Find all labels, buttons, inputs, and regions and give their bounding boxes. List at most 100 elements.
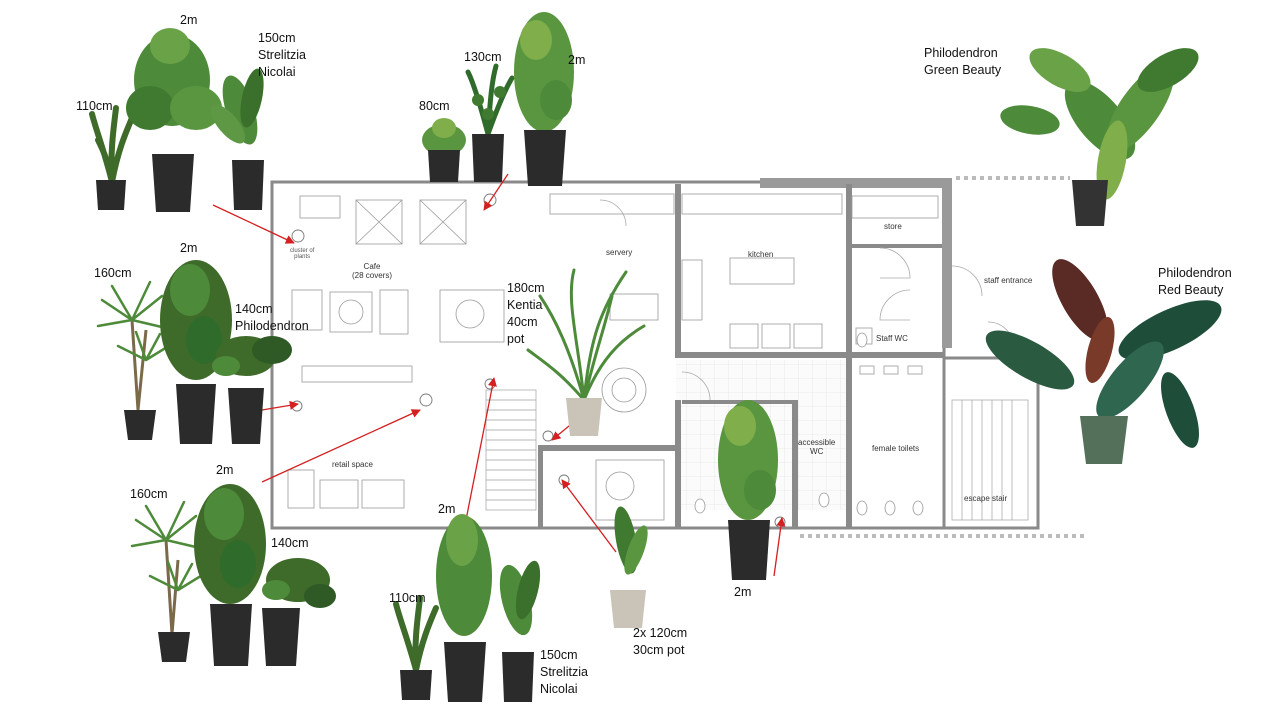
door-swing — [879, 247, 911, 279]
label-line: Nicolai — [540, 682, 578, 696]
plant-strelitzia-150-b — [499, 560, 541, 702]
wall-right — [942, 180, 952, 348]
label-line: pot — [507, 332, 525, 346]
label-ficus-bottom-height: 2m — [216, 463, 234, 477]
plant-snake-110 — [89, 105, 135, 210]
wall-top-right — [760, 178, 952, 188]
room-female-toilets: female toilets — [872, 444, 920, 453]
room-cafe: Cafe (28 covers) — [352, 262, 392, 280]
floor-plan — [270, 176, 1086, 538]
label-snake-bottom: 110cm — [389, 591, 426, 605]
plant-fiddle-2m — [514, 12, 574, 186]
room-label: cluster of — [290, 248, 315, 254]
arrow — [261, 409, 421, 483]
label-philodendron-bottom-height: 140cm — [271, 536, 309, 550]
label-line: Green Beauty — [924, 63, 1002, 77]
arrow — [465, 377, 497, 521]
label-pair-plants: 2x 120cm 30cm pot — [633, 625, 687, 659]
label-line: Philodendron — [924, 46, 998, 60]
room-store: store — [884, 222, 902, 231]
room-servery: servery — [606, 248, 633, 257]
label-line: Strelitzia — [540, 665, 588, 679]
room-label: Cafe — [363, 262, 381, 271]
label-strelitzia-top-left: 150cm Strelitzia Nicolai — [258, 30, 306, 81]
plant-monstera-2m — [126, 28, 222, 212]
plant-dracaena-2m-c — [436, 514, 492, 702]
plant-philodendron-140-b — [262, 558, 336, 666]
room-staff-entrance: staff entrance — [984, 276, 1033, 285]
plant-snake-110-b — [393, 595, 439, 700]
label-philodendron-mid: 140cm Philodendron — [235, 301, 309, 335]
label-line: 140cm — [235, 302, 273, 316]
label-line: Red Beauty — [1158, 283, 1224, 297]
label-philodendron-green-beauty: Philodendron Green Beauty — [924, 45, 1001, 79]
label-line: 150cm — [258, 31, 296, 45]
label-dracaena-mid-height: 160cm — [94, 266, 132, 280]
label-line: 2x 120cm — [633, 626, 688, 640]
room-retail-space: retail space — [332, 460, 373, 469]
label-kentia: 180cm Kentia 40cm pot — [507, 280, 545, 348]
label-line: Strelitzia — [258, 48, 306, 62]
label-line: 30cm pot — [633, 643, 685, 657]
label-line: Philodendron — [235, 319, 309, 333]
toilets — [694, 332, 924, 516]
plant-dracaena-160 — [96, 280, 174, 440]
door-swing — [681, 371, 711, 401]
wall-store-bottom — [848, 244, 942, 248]
arrow — [773, 517, 786, 577]
plant-ficus-2m — [160, 260, 232, 444]
wall-mid — [675, 352, 855, 358]
room-label: (28 covers) — [352, 271, 393, 280]
room-label: WC — [810, 447, 824, 456]
label-line: 180cm — [507, 281, 545, 295]
plant-philodendron-green-beauty — [1000, 48, 1199, 226]
plant-fiddle-2m-right — [718, 400, 778, 580]
label-ficus-mid-height: 2m — [180, 241, 198, 255]
label-line: 150cm — [540, 648, 578, 662]
label-fiddle-top-height: 2m — [568, 53, 586, 67]
wall-chandelier — [538, 445, 543, 528]
wall-wc-top — [682, 400, 792, 404]
wall-lower — [675, 400, 681, 528]
stairs — [485, 389, 1029, 521]
room-label: accessible — [798, 438, 836, 447]
label-line: Nicolai — [258, 65, 296, 79]
plant-zz-130 — [465, 63, 515, 182]
label-line: Philodendron — [1158, 266, 1232, 280]
room-accessible-wc: accessible WC — [798, 438, 835, 456]
stair-wall — [942, 356, 1040, 530]
plant-strelitzia-150 — [210, 68, 264, 210]
label-monstera-height: 2m — [180, 13, 198, 27]
door-swing — [951, 265, 983, 297]
label-small-plant-height: 80cm — [419, 99, 450, 113]
room-label: plants — [294, 254, 311, 260]
plant-philodendron-140 — [212, 336, 292, 444]
label-fiddle-right-height: 2m — [734, 585, 752, 599]
room-staff-wc: Staff WC — [876, 334, 908, 343]
wall-kitchen — [675, 184, 681, 356]
wall-stair-lower — [540, 445, 676, 451]
label-dracaena-bottom-centre-height: 2m — [438, 502, 456, 516]
label-philodendron-red-beauty: Philodendron Red Beauty — [1158, 265, 1232, 299]
door-swing — [599, 199, 627, 227]
plant-kentia-180 — [526, 268, 646, 436]
arrow — [483, 173, 509, 211]
wall-accessible — [792, 400, 798, 528]
label-strelitzia-bottom: 150cm Strelitzia Nicolai — [540, 647, 588, 698]
label-line: 40cm — [507, 315, 538, 329]
room-escape-stair: escape stair — [964, 494, 1008, 503]
plant-dracaena-160-b — [130, 500, 206, 662]
label-zz-height: 130cm — [464, 50, 502, 64]
plant-philodendron-red-beauty — [985, 259, 1222, 464]
kitchen-units — [549, 193, 939, 521]
room-kitchen: kitchen — [748, 250, 774, 259]
label-line: Kentia — [507, 298, 543, 312]
room-cluster-note: cluster of plants — [290, 248, 314, 260]
arrow — [212, 204, 295, 244]
label-snake-top-left: 110cm — [76, 99, 113, 113]
label-dracaena-bottom-height: 160cm — [130, 487, 168, 501]
cafe-tables — [287, 195, 505, 509]
plant-pair-120 — [610, 506, 648, 628]
plant-ficus-2m-b — [194, 484, 266, 666]
